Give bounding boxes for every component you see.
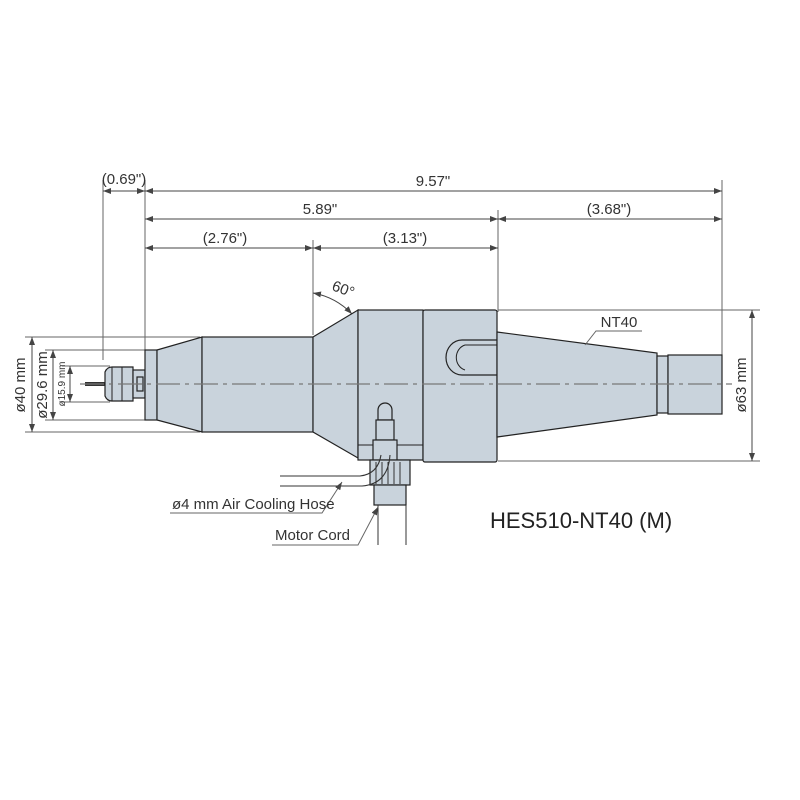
dim-total-length: 9.57": [416, 173, 451, 190]
connector: [280, 402, 411, 545]
slot: [445, 339, 497, 376]
model-title: HES510-NT40 (M): [490, 508, 672, 533]
dim-dia-63: ø63 mm: [733, 357, 750, 412]
dim-angle: 60°: [330, 278, 357, 302]
air-hose: [280, 454, 391, 487]
dim-dia-29-6: ø29.6 mm: [34, 351, 51, 419]
leaders: [170, 330, 642, 546]
spindle-body: [80, 308, 732, 463]
air-hose-label: ø4 mm Air Cooling Hose: [172, 496, 335, 513]
dim-body-length: 5.89": [303, 201, 338, 218]
motor-cord-label: Motor Cord: [275, 527, 350, 544]
dim-shank-length: (3.68"): [587, 201, 632, 218]
dim-dia-40: ø40 mm: [12, 357, 29, 412]
dim-front-length: (2.76"): [203, 230, 248, 247]
taper-label: NT40: [601, 314, 638, 331]
dim-rear-length: (3.13"): [383, 230, 428, 247]
dim-overhang: (0.69"): [102, 171, 147, 188]
dimension-lines: [29, 188, 755, 461]
dim-dia-15-9: ø15.9 mm: [57, 361, 68, 406]
